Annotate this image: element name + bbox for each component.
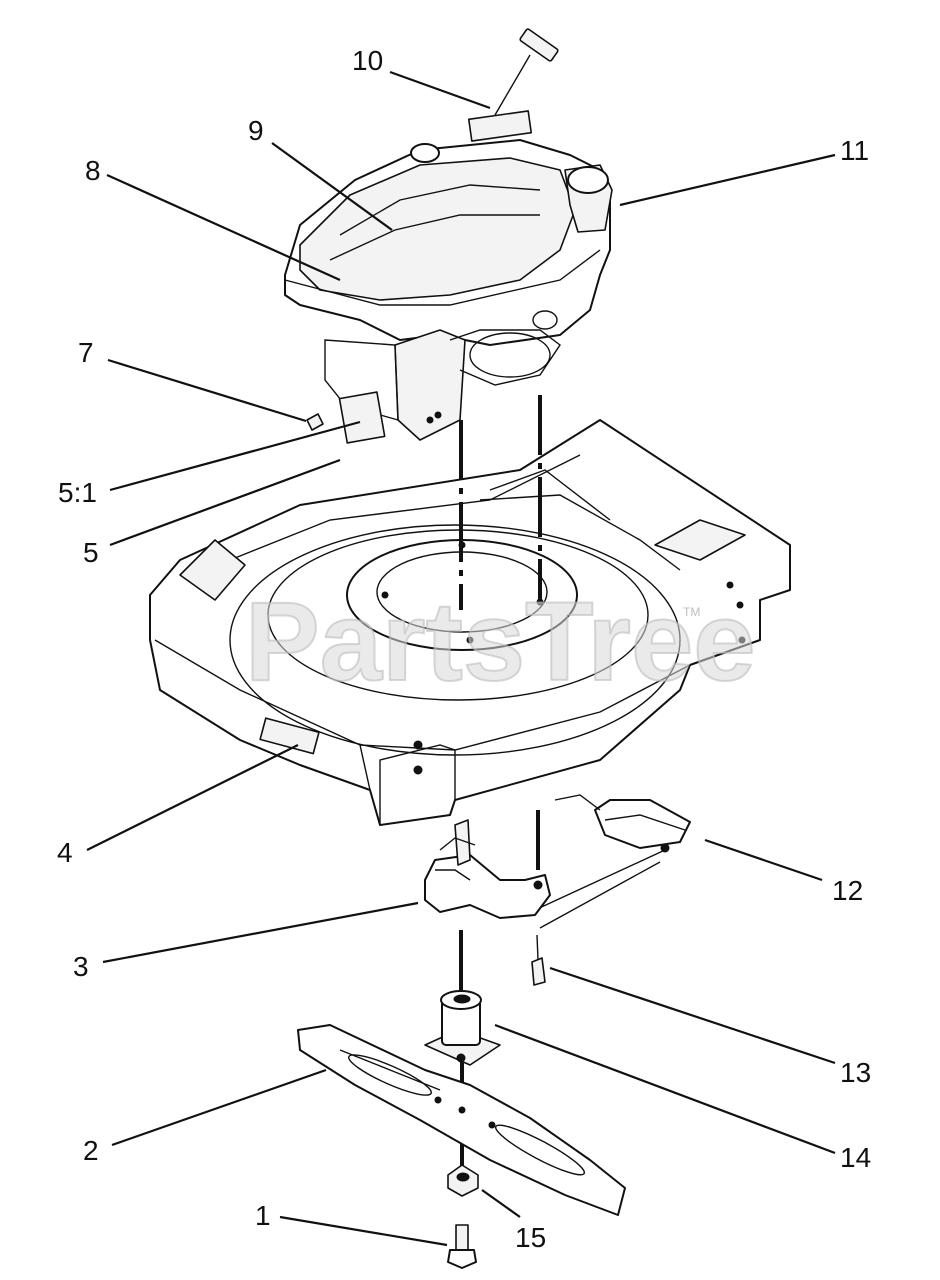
blade-hub-part-14	[424, 990, 501, 1066]
mower-blade	[297, 1024, 626, 1216]
callout-11: 11	[840, 135, 869, 166]
screw-part-7	[306, 413, 324, 431]
callout-labels: 10 9 8 11 7 5:1 5 4 3 12 13 2 14 15 1	[57, 45, 871, 1253]
callout-1: 1	[255, 1200, 271, 1231]
engine	[284, 110, 613, 441]
bolt-part-13	[531, 934, 546, 986]
callout-7: 7	[78, 337, 94, 368]
mower-deck	[149, 419, 791, 826]
starter-handle	[494, 28, 559, 116]
callout-10: 10	[352, 45, 383, 76]
callout-5: 5	[83, 537, 99, 568]
callout-14: 14	[840, 1142, 871, 1173]
callout-8: 8	[85, 155, 101, 186]
leader-lines	[86, 70, 836, 1247]
watermark: PartsTree	[245, 579, 756, 704]
callout-3: 3	[73, 951, 89, 982]
watermark-tm: TM	[683, 605, 700, 619]
washer-part-15	[447, 1164, 479, 1197]
decal-part-5	[338, 391, 386, 444]
callout-13: 13	[840, 1057, 871, 1088]
blade-adapter-bracket	[424, 819, 551, 919]
callout-4: 4	[57, 837, 73, 868]
callout-2: 2	[83, 1135, 99, 1166]
callout-5-1: 5:1	[58, 477, 97, 508]
callout-12: 12	[832, 875, 863, 906]
deflector-part-12	[554, 794, 691, 853]
blade-bolt-part-1	[447, 1224, 477, 1269]
callout-9: 9	[248, 115, 264, 146]
callout-15: 15	[515, 1222, 546, 1253]
